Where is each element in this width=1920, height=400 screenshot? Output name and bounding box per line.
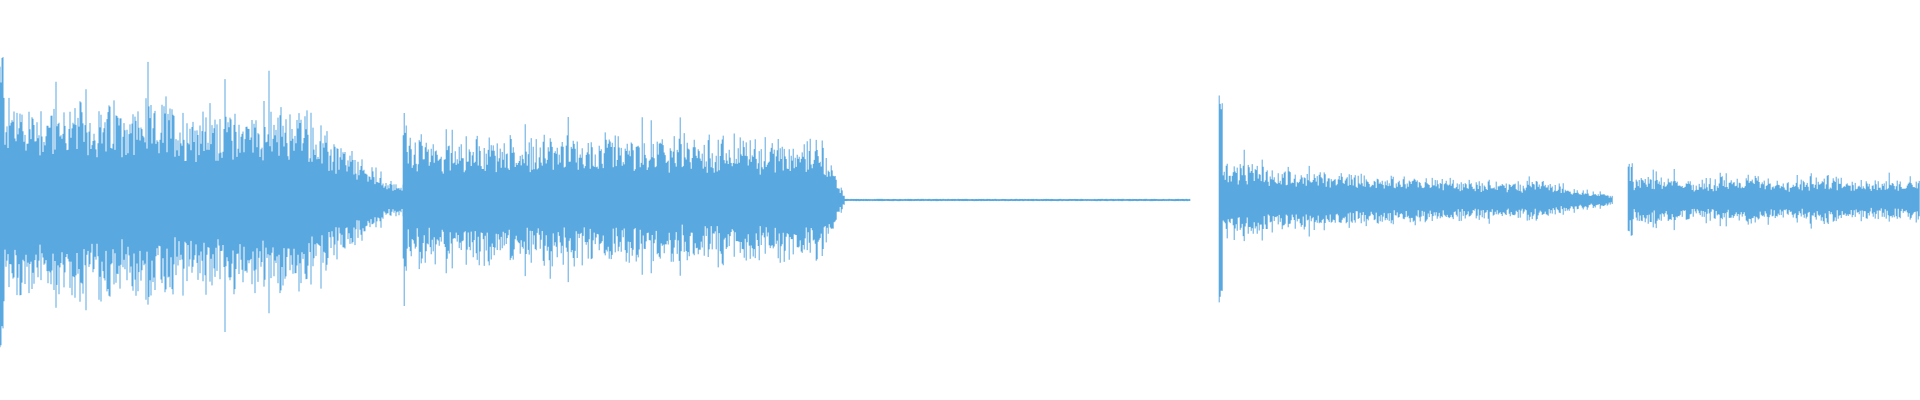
waveform-silence-path <box>844 198 1191 202</box>
waveform-segment-1 <box>0 57 404 348</box>
waveform-segment-1-path <box>0 57 404 348</box>
waveform-segment-4-path <box>1627 163 1920 236</box>
waveform-segment-4 <box>1627 163 1920 236</box>
waveform-segment-2 <box>402 113 845 306</box>
waveform-segment-2-path <box>402 113 845 306</box>
waveform-segment-3-path <box>1218 95 1613 303</box>
waveform-silence <box>844 198 1191 202</box>
waveform-segment-3 <box>1218 95 1613 303</box>
